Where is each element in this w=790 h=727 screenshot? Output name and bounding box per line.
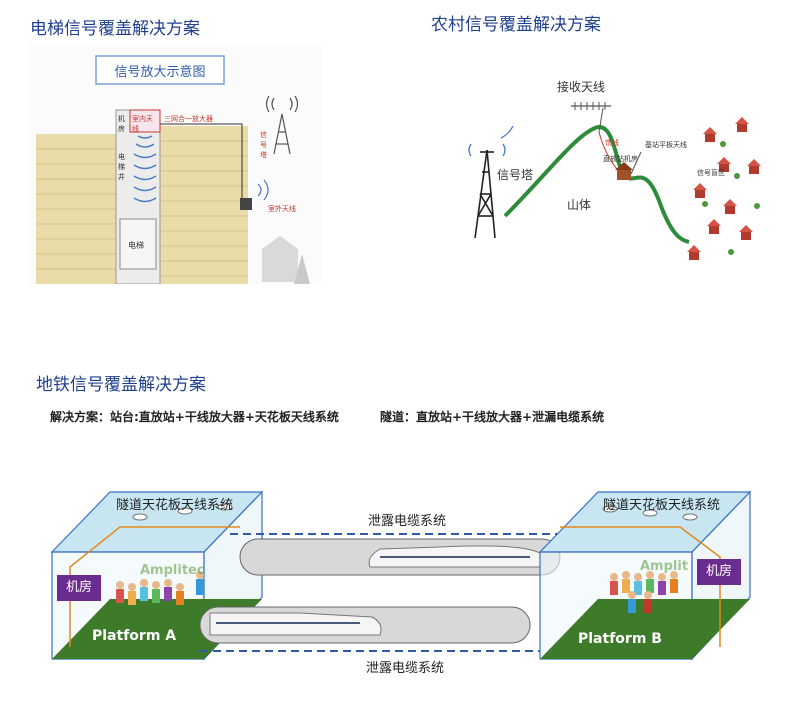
indoor-antenna-label: 室内天线 <box>132 115 153 133</box>
watermark-left: Amplitec <box>140 563 205 578</box>
leaky-cable-bottom-label: 泄露电缆系统 <box>366 661 445 676</box>
rural-diagram-panel: 接收天线 信号塔 山体 馈线 直放站机房 基站平板天线 信号盲区 <box>465 56 765 264</box>
machine-room-label: 机房 <box>118 115 125 133</box>
rural-signal-tower-label: 信号塔 <box>497 168 534 182</box>
elevator-label: 电梯 <box>128 241 144 250</box>
receive-antenna-label: 接收天线 <box>557 80 606 94</box>
elevator-diagram-title: 信号放大示意图 <box>114 65 206 80</box>
rural-section-title: 农村信号覆盖解决方案 <box>431 15 601 35</box>
mountain-label: 山体 <box>567 198 592 212</box>
platform-b-label: Platform B <box>578 631 662 647</box>
subway-tunnel-solution: 隧道：直放站+干线放大器+泄漏电缆系统 <box>380 410 605 424</box>
right-machine-room: 机房 <box>697 559 741 585</box>
village-label: 信号盲区 <box>697 169 725 177</box>
outdoor-antenna-label: 室外天线 <box>268 205 296 213</box>
elevator-section-title: 电梯信号覆盖解决方案 <box>30 19 200 39</box>
feeder-label: 馈线 <box>605 139 619 147</box>
elevator-diagram-panel: 信号放大示意图 机房 室内天线 三网合一放大器 电梯井 电梯 信号塔 室外天线 <box>28 44 322 284</box>
elevator-signal-tower-label: 信号塔 <box>260 131 267 159</box>
right-ceiling-label: 隧道天花板天线系统 <box>603 498 721 513</box>
panel-antenna-label: 基站平板天线 <box>645 141 687 149</box>
elevator-diagram <box>36 55 310 284</box>
subway-section-title: 地铁信号覆盖解决方案 <box>36 375 206 395</box>
leaky-cable-top-label: 泄露电缆系统 <box>368 514 447 529</box>
rural-diagram <box>468 102 761 260</box>
watermark-right: Amplit <box>640 559 689 574</box>
left-ceiling-label: 隧道天花板天线系统 <box>116 498 234 513</box>
left-machine-room: 机房 <box>57 575 101 601</box>
amplifier-label: 三网合一放大器 <box>164 115 213 123</box>
platform-a-label: Platform A <box>92 628 177 644</box>
shaft-label: 电梯井 <box>118 153 125 181</box>
subway-station-solution: 解决方案：站台:直放站+干线放大器+天花板天线系统 <box>50 410 339 424</box>
repeater-room-label: 直放站机房 <box>603 155 638 163</box>
